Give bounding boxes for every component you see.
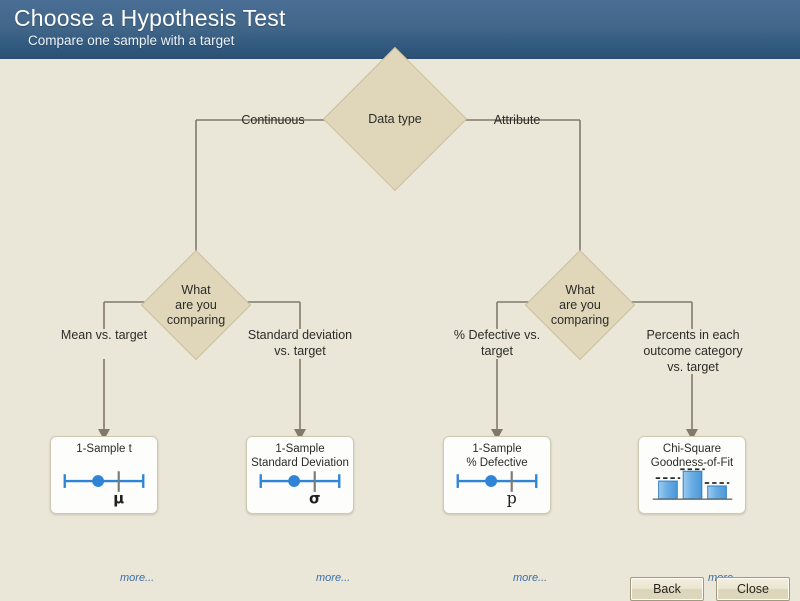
edge-label-defective-vs-target: % Defective vs. target: [453, 328, 541, 358]
svg-text:μ: μ: [113, 491, 124, 507]
test-card-1-sample-standard-deviation[interactable]: 1-Sample Standard Deviation σ: [246, 436, 354, 514]
decision-node-data-type[interactable]: Data type: [322, 46, 468, 192]
decision-node-label: Data type: [368, 111, 422, 126]
edge-label-continuous: Continuous: [241, 113, 305, 127]
confidence-interval-icon: μ: [63, 471, 145, 507]
confidence-interval-icon: p: [456, 471, 538, 507]
more-link-1-sample-t[interactable]: more...: [120, 572, 155, 584]
bar-chart-icon: [652, 468, 733, 500]
edge-label-mean-vs-target: Mean vs. target: [60, 328, 148, 342]
test-card-1-sample-t[interactable]: 1-Sample t μ: [50, 436, 158, 514]
confidence-interval-icon: σ: [259, 471, 341, 507]
svg-text:σ: σ: [309, 491, 320, 507]
page-title: Choose a Hypothesis Test: [14, 5, 286, 31]
page-subtitle: Compare one sample with a target: [28, 33, 235, 48]
edge-label-stdev-vs-target: Standard deviation vs. target: [247, 328, 353, 358]
decision-node-compare-attribute[interactable]: What are you comparing: [524, 249, 636, 361]
test-card-title: 1-Sample t: [76, 443, 132, 455]
test-card-1-sample-percent-defective[interactable]: 1-Sample % Defective p: [443, 436, 551, 514]
close-button[interactable]: Close: [716, 577, 790, 601]
edge-label-attribute: Attribute: [493, 113, 541, 127]
back-button[interactable]: Back: [630, 577, 704, 601]
connector-lines: [98, 119, 698, 440]
more-link-1-sample-standard-deviation[interactable]: more...: [316, 572, 351, 584]
more-link-1-sample-percent-defective[interactable]: more...: [513, 572, 548, 584]
test-card-chi-square-goodness-of-fit[interactable]: Chi-Square Goodness-of-Fit: [638, 436, 746, 514]
title-bar: Choose a Hypothesis Test Compare one sam…: [0, 0, 800, 59]
svg-text:p: p: [507, 489, 517, 507]
test-card-title: 1-Sample Standard Deviation: [251, 443, 349, 469]
test-card-title: 1-Sample % Defective: [466, 443, 528, 469]
decision-node-compare-continuous[interactable]: What are you comparing: [140, 249, 252, 361]
decision-node-label: What are you comparing: [166, 282, 226, 327]
decision-tree-canvas: Data type Continuous Attribute What are …: [0, 46, 800, 601]
decision-node-label: What are you comparing: [550, 282, 610, 327]
edge-label-percents-vs-target: Percents in each outcome category vs. ta…: [643, 328, 743, 374]
test-card-title: Chi-Square Goodness-of-Fit: [650, 443, 734, 469]
